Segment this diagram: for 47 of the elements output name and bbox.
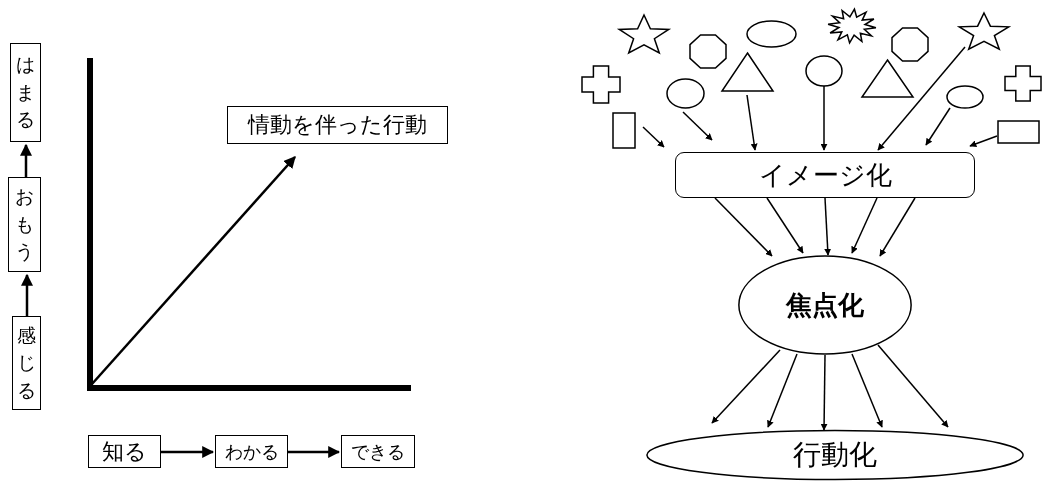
label-box: わかる [215, 435, 288, 468]
octagon-shape [892, 28, 928, 61]
label-box: できる [341, 435, 415, 468]
arrow [766, 197, 804, 254]
cross-shape [1005, 66, 1041, 101]
label-box: 情動を伴った行動 [227, 106, 448, 144]
circle-shape [947, 86, 983, 108]
star-shape [618, 15, 670, 57]
arrow [288, 446, 341, 458]
arrow [851, 353, 883, 428]
arrow [642, 126, 665, 148]
arrow [682, 111, 713, 141]
octagon-shape [690, 35, 726, 68]
ellipse-node: 焦点化 [738, 255, 912, 355]
label-box: 知る [88, 435, 161, 468]
triangle-shape [722, 53, 773, 91]
arrow [877, 46, 966, 151]
arrow [746, 94, 758, 151]
arrow [851, 197, 878, 254]
ellipse-shape [747, 21, 796, 47]
arrow [824, 197, 832, 256]
arrow [20, 143, 32, 177]
arrow [714, 197, 773, 257]
arrow [161, 446, 215, 458]
arrow [820, 354, 828, 431]
label-box: 感じる [12, 316, 41, 410]
arrow [767, 353, 798, 428]
label-box: はまる [10, 43, 41, 142]
arrow [820, 85, 828, 151]
starburst-shape [828, 9, 876, 43]
circle-shape [806, 56, 842, 86]
label-box: おもう [8, 177, 41, 272]
circle-shape [667, 79, 704, 108]
arrow [877, 344, 949, 428]
cross-shape [582, 66, 620, 103]
arrow [21, 273, 33, 316]
ellipse-node: 行動化 [645, 430, 1025, 480]
process-box: イメージ化 [675, 152, 975, 198]
arrow [969, 135, 998, 148]
arrow [91, 156, 296, 385]
box-shape [613, 113, 635, 148]
arrow [711, 349, 781, 424]
triangle-shape [862, 60, 913, 97]
box-shape [998, 121, 1039, 143]
arrow [925, 107, 951, 146]
star-shape [958, 13, 1010, 53]
arrow [879, 197, 916, 257]
